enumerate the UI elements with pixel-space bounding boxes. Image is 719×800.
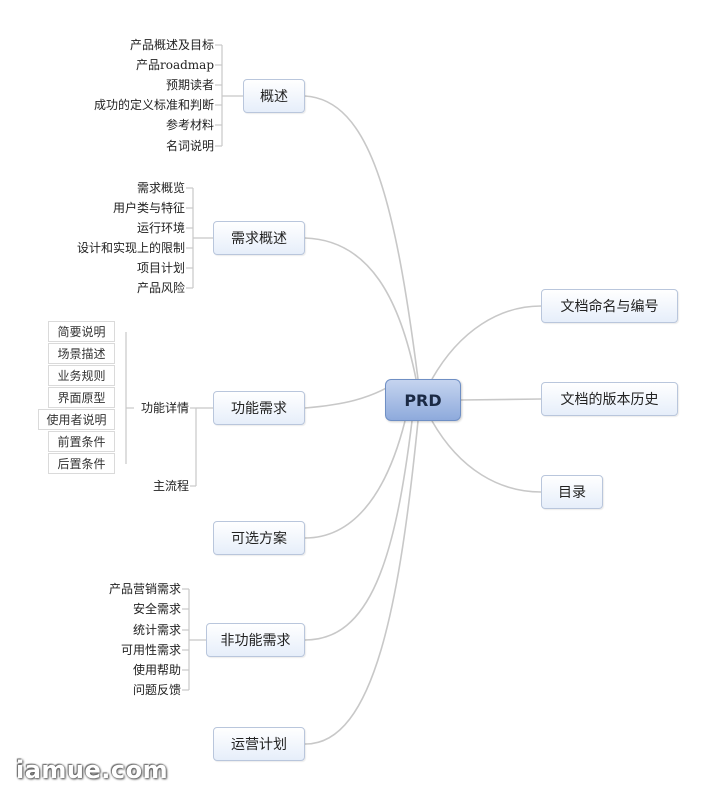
connector-requirements-overview <box>304 237 417 380</box>
leaf-requirements-item[interactable]: 用户类与特征 <box>112 201 185 215</box>
leaf-overview-item[interactable]: 参考材料 <box>165 118 214 132</box>
leaf-requirements-item[interactable]: 运行环境 <box>136 221 185 235</box>
leaf-overview-item[interactable]: 名词说明 <box>165 139 214 153</box>
branch-non-functional[interactable]: 非功能需求 <box>206 623 305 657</box>
functional-detail-item[interactable]: 后置条件 <box>48 453 115 474</box>
branch-functional[interactable]: 功能需求 <box>213 391 305 425</box>
connector-version-history <box>460 398 542 401</box>
functional-detail-item[interactable]: 界面原型 <box>48 387 115 408</box>
branch-overview[interactable]: 概述 <box>243 79 305 113</box>
connector-alternatives <box>304 420 406 539</box>
functional-detail-item[interactable]: 业务规则 <box>48 365 115 386</box>
leaf-overview-item[interactable]: 预期读者 <box>165 78 214 92</box>
leaf-non-functional-item[interactable]: 产品营销需求 <box>108 582 181 596</box>
functional-detail-item[interactable]: 使用者说明 <box>38 409 115 430</box>
leaf-non-functional-item[interactable]: 使用帮助 <box>132 663 181 677</box>
connector-operations <box>304 420 419 745</box>
functional-detail-node[interactable]: 功能详情 <box>140 401 189 415</box>
functional-main-flow-node[interactable]: 主流程 <box>152 479 189 493</box>
connector-toc <box>431 420 542 493</box>
leaf-non-functional-item[interactable]: 问题反馈 <box>132 683 181 697</box>
branch-requirements-overview[interactable]: 需求概述 <box>213 221 305 255</box>
branch-version-history[interactable]: 文档的版本历史 <box>541 382 678 416</box>
branch-operations[interactable]: 运营计划 <box>213 727 305 761</box>
leaf-overview-item[interactable]: 产品roadmap <box>135 58 214 72</box>
leaf-overview-item[interactable]: 成功的定义标准和判断 <box>93 98 214 112</box>
leaf-requirements-item[interactable]: 需求概览 <box>136 181 185 195</box>
leaf-requirements-item[interactable]: 项目计划 <box>136 261 185 275</box>
functional-detail-item[interactable]: 场景描述 <box>48 343 115 364</box>
leaf-overview-item[interactable]: 产品概述及目标 <box>129 38 214 52</box>
leaf-requirements-item[interactable]: 设计和实现上的限制 <box>76 241 185 255</box>
leaf-non-functional-item[interactable]: 统计需求 <box>132 623 181 637</box>
connector-overview <box>304 95 419 380</box>
connector-non-functional <box>304 420 413 641</box>
leaf-requirements-item[interactable]: 产品风险 <box>136 281 185 295</box>
functional-detail-item[interactable]: 简要说明 <box>48 321 115 342</box>
branch-alternatives[interactable]: 可选方案 <box>213 521 305 555</box>
branch-doc-naming[interactable]: 文档命名与编号 <box>541 289 678 323</box>
watermark-text: iamue.com <box>16 756 169 784</box>
connector-doc-naming <box>431 305 542 380</box>
leaf-non-functional-item[interactable]: 安全需求 <box>132 602 181 616</box>
leaf-non-functional-item[interactable]: 可用性需求 <box>120 643 181 657</box>
center-node-prd[interactable]: PRD <box>385 379 461 421</box>
branch-toc[interactable]: 目录 <box>541 475 603 509</box>
functional-detail-item[interactable]: 前置条件 <box>48 431 115 452</box>
